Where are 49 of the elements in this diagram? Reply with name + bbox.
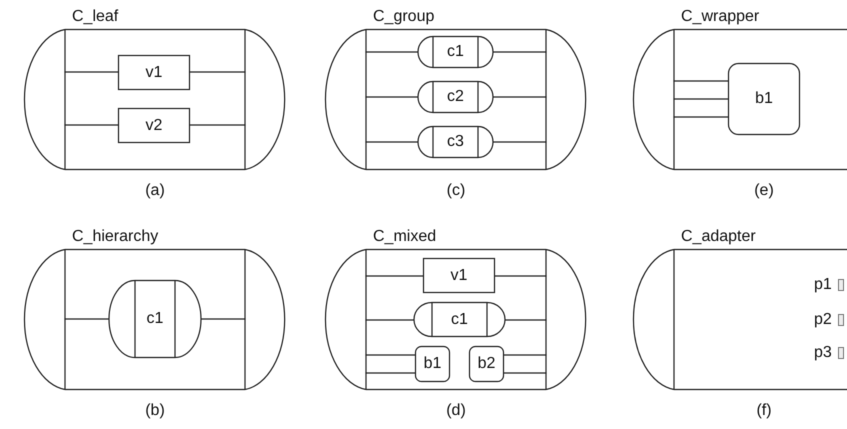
connector-line: [365, 372, 415, 374]
connector-line: [493, 141, 547, 143]
port-label: p2: [814, 311, 832, 329]
node-label: b1: [424, 355, 442, 372]
node-label: c1: [451, 310, 468, 328]
connector-line: [190, 124, 246, 126]
connector-line: [365, 319, 414, 321]
node-label: v1: [146, 64, 162, 80]
connector-line: [495, 275, 547, 277]
connector-line: [365, 275, 423, 277]
connector-line: [493, 51, 547, 53]
node-label: v1: [450, 266, 468, 284]
connector-line: [504, 354, 547, 356]
connector-line: [64, 318, 109, 320]
subfigure-label: (e): [754, 182, 774, 200]
connector-line: [505, 319, 547, 321]
connector-line: [64, 71, 118, 73]
subfigure-label: (a): [145, 182, 165, 200]
connector-line: [673, 116, 728, 118]
connector-line: [673, 80, 728, 82]
connector-line: [365, 96, 418, 98]
container-title: C_mixed: [373, 228, 436, 246]
container-title: C_leaf: [72, 8, 118, 26]
subfigure-label: (b): [145, 402, 165, 420]
container-title: C_group: [373, 8, 434, 26]
node-label: c3: [447, 133, 464, 150]
node-label: c1: [447, 43, 464, 60]
node-label: c1: [146, 310, 164, 327]
node-label: c2: [447, 88, 464, 105]
container-title: C_wrapper: [681, 8, 760, 26]
container-title: C_adapter: [681, 228, 756, 246]
port-label: p3: [814, 344, 832, 362]
subfigure-label: (c): [446, 182, 466, 200]
connector-line: [64, 124, 118, 126]
connector-line: [673, 98, 728, 100]
node-label: v2: [146, 116, 162, 134]
connector-line: [365, 354, 415, 356]
connector-line: [365, 51, 418, 53]
connector-line: [504, 372, 547, 374]
node-label: b1: [755, 90, 773, 107]
subfigure-label: (d): [446, 402, 466, 420]
container-title: C_hierarchy: [72, 228, 158, 246]
connector-line: [201, 318, 246, 320]
connector-line: [365, 141, 418, 143]
port-label: p1: [814, 276, 832, 294]
node-label: b2: [478, 355, 496, 372]
connector-line: [190, 71, 246, 73]
connector-line: [493, 96, 547, 98]
subfigure-label: (f): [756, 402, 772, 420]
